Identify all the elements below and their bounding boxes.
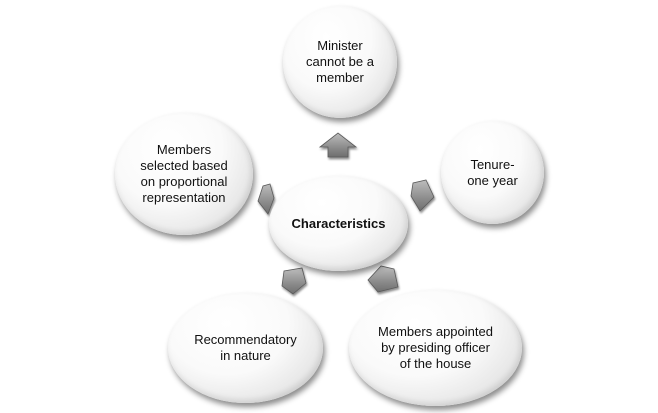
node-minister: Minister cannot be a member	[283, 6, 397, 118]
arrow-to-proportional	[257, 183, 275, 215]
node-appointed: Members appointed by presiding officer o…	[349, 290, 522, 406]
node-proportional-label: Members selected based on proportional r…	[140, 142, 228, 205]
node-center-characteristics: Characteristics	[269, 176, 408, 271]
node-tenure-label: Tenure- one year	[467, 156, 518, 188]
node-proportional: Members selected based on proportional r…	[115, 113, 253, 235]
node-appointed-label: Members appointed by presiding officer o…	[378, 324, 493, 371]
center-label: Characteristics	[291, 215, 386, 231]
arrow-to-recommendatory	[281, 267, 307, 295]
node-recommendatory: Recommendatory in nature	[168, 293, 323, 403]
node-minister-label: Minister cannot be a member	[306, 38, 374, 85]
arrow-to-tenure	[410, 179, 435, 212]
node-recommendatory-label: Recommendatory in nature	[194, 332, 297, 363]
arrow-to-minister	[318, 132, 358, 158]
node-tenure: Tenure- one year	[441, 121, 544, 224]
arrow-to-appointed	[367, 265, 399, 293]
